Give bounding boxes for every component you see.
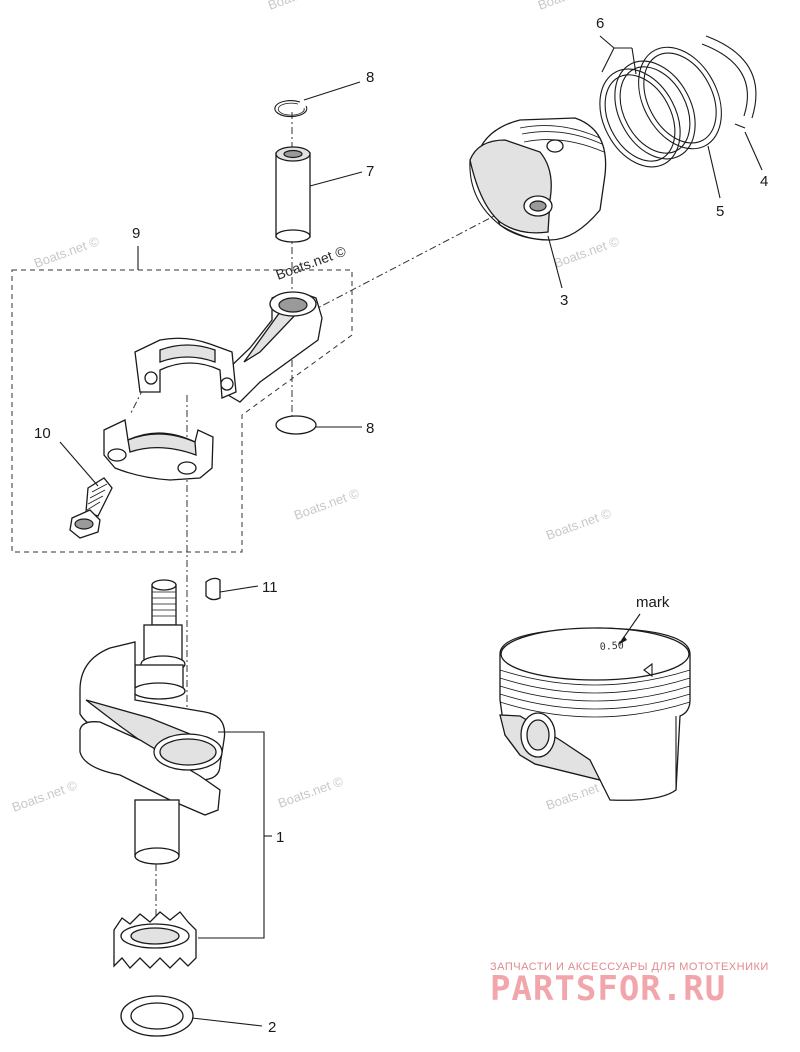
connecting-rod (134, 291, 323, 403)
callout-3: 3 (560, 292, 568, 309)
callout-8-top: 8 (366, 69, 374, 86)
watermark-text: Boats.net © (536, 0, 606, 13)
watermark-text: Boats.net © (266, 0, 336, 13)
piston-detail-view: 0.50 (499, 627, 691, 801)
callout-1: 1 (276, 829, 284, 846)
callout-10: 10 (34, 425, 51, 442)
advert-watermark: ЗАПЧАСТИ И АКСЕССУАРЫ ДЛЯ МОТОТЕХНИКИ PA… (490, 961, 769, 1009)
mark-indicator: mark (618, 594, 670, 645)
callout-4: 4 (760, 173, 768, 190)
piston-ring-set (599, 35, 757, 168)
piston (469, 117, 607, 241)
arrow-mark-icon (643, 662, 653, 678)
piston-pin-clip-top (274, 100, 308, 118)
callout-8-bottom: 8 (366, 420, 374, 437)
callout-6: 6 (596, 15, 604, 32)
watermark-text: Boats.net © (32, 233, 102, 271)
advert-tagline: ЗАПЧАСТИ И АКСЕССУАРЫ ДЛЯ МОТОТЕХНИКИ (490, 961, 769, 973)
crankshaft (79, 579, 226, 865)
mark-label: mark (636, 594, 670, 611)
piston-pin-clip-bottom (275, 415, 317, 435)
callout-2: 2 (268, 1019, 276, 1036)
callout-numbers: 1 2 3 4 5 6 7 8 8 9 10 11 (34, 15, 768, 1036)
watermark-text: Boats.net © (10, 777, 80, 815)
callout-11: 11 (262, 579, 278, 596)
callout-5: 5 (716, 203, 724, 220)
woodruff-key (205, 577, 221, 601)
callout-7: 7 (366, 163, 374, 180)
watermark-text-prominent: Boats.net © (274, 242, 349, 282)
watermark-text: Boats.net © (292, 485, 362, 523)
connecting-rod-bolt (69, 477, 113, 539)
piston-crown-marking: 0.50 (599, 640, 624, 653)
watermark-text: Boats.net © (276, 773, 346, 811)
advert-brand-logo: PARTSFOR.RU (490, 969, 726, 1009)
thrust-washer (120, 995, 194, 1037)
piston-pin (275, 146, 311, 243)
callout-9: 9 (132, 225, 140, 242)
watermark-text: Boats.net © (544, 505, 614, 543)
connecting-rod-assembly-box (11, 269, 353, 553)
crankshaft-gear (113, 911, 197, 969)
leader-lines (59, 35, 763, 1027)
watermark-text: Boats.net © (552, 233, 622, 271)
connecting-rod-cap (103, 419, 214, 481)
